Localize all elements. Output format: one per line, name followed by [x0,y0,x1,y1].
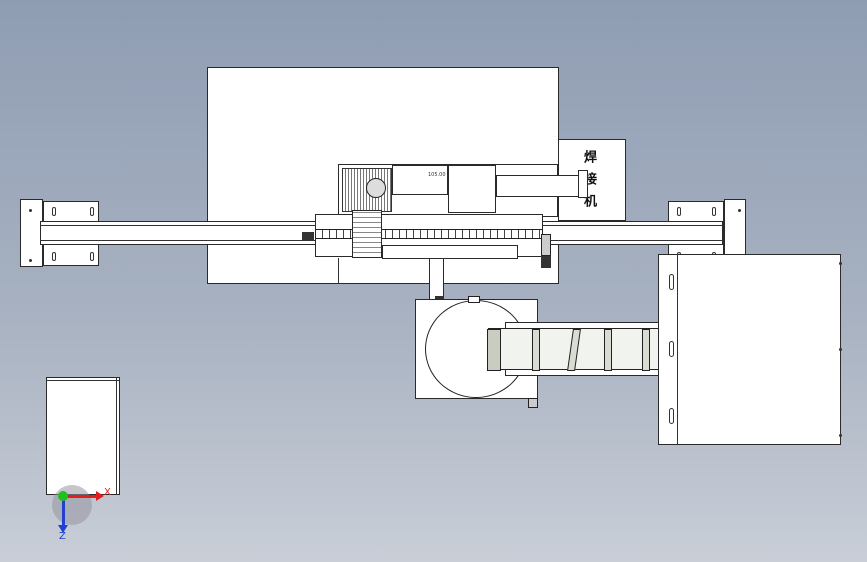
slot-hole [52,252,56,261]
x-axis-label: X [104,487,111,498]
slot-hole [90,207,94,216]
mechanism-inner-box-2 [448,165,496,213]
mechanism-inner-box [392,165,448,195]
cabinet-side-edge [116,377,117,495]
motor-stub-right [541,234,551,256]
x-axis-head [96,491,104,501]
bolt-dot [29,259,32,262]
cabinet-slot [669,341,674,357]
slot-hole [52,207,56,216]
triad-shadow [52,485,92,525]
z-axis-label: Z [59,531,66,542]
carriage-strip [315,229,543,239]
x-axis-arrow [62,495,98,498]
cabinet-hinge [839,348,842,351]
slot-hole [677,207,681,216]
control-cabinet [658,254,841,445]
extension-arm [496,175,588,197]
belt-cleat [604,329,612,371]
belt-end-roller [487,329,501,371]
z-axis-head [58,525,68,533]
y-axis-ball [58,491,68,501]
slot-hole [90,252,94,261]
z-axis-arrow [62,497,65,527]
side-text-1: 焊 [581,150,596,163]
cabinet-hinge [839,262,842,265]
belt-cleat [642,329,650,371]
cabinet-edge [677,254,678,445]
carriage-slider [352,210,382,258]
dimension-text: 105.00 [428,172,446,178]
cabinet-slot [669,274,674,290]
rotary-foot [528,398,538,408]
belt-cleat [532,329,540,371]
plate-divider [338,258,339,284]
motor-stub-left [302,232,314,240]
small-cabinet [46,377,120,495]
rotary-notch [468,296,480,303]
slot-hole [712,207,716,216]
bolt-dot [738,209,741,212]
cabinet-top-edge [46,380,120,381]
bolt-dot [29,209,32,212]
motor-base [541,256,551,268]
arm-bracket [578,170,588,198]
gear-wheel [366,178,386,198]
cabinet-slot [669,408,674,424]
axis-triad: X Z [52,485,112,545]
lower-beam [382,245,518,259]
cabinet-hinge [839,434,842,437]
